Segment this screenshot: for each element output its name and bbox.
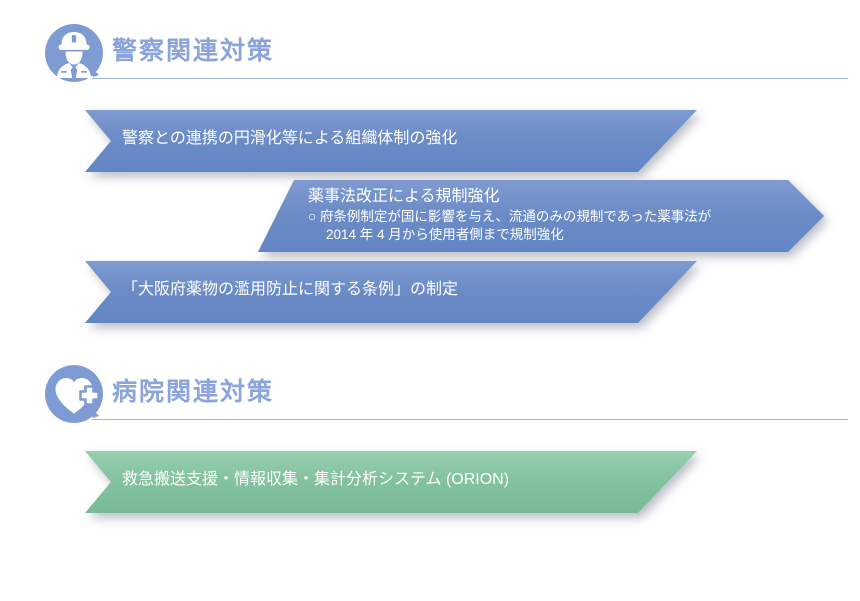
process-bar-label: 救急搬送支援・情報収集・集計分析システム (ORION) [122, 471, 510, 488]
chevron-shape [85, 451, 697, 513]
chevron-shape [85, 261, 697, 323]
process-bar-hospital-1[interactable]: 救急搬送支援・情報収集・集計分析システム (ORION) [85, 451, 697, 513]
page-title-police: 警察関連対策 [112, 37, 275, 65]
process-bar-bullet: ○ 府条例制定が国に影響を与え、流通のみの規制であった薬事法が 2014 年 4… [308, 208, 711, 244]
process-bar-title: 薬事法改正による規制強化 [308, 188, 500, 205]
chevron-shape [85, 110, 697, 172]
process-bar-text-block: 薬事法改正による規制強化 ○ 府条例制定が国に影響を与え、流通のみの規制であった… [308, 186, 711, 244]
bullet-line-2: 2014 年 4 月から使用者側まで規制強化 [326, 227, 564, 242]
heart-medical-cross-icon [43, 363, 105, 425]
police-officer-icon [43, 22, 105, 84]
section-header-police: 警察関連対策 [0, 18, 860, 96]
header-divider-hospital [92, 419, 848, 420]
process-bar-label: 警察との連携の円滑化等による組織体制の強化 [122, 130, 458, 147]
process-bar-police-3[interactable]: 「大阪府薬物の濫用防止に関する条例」の制定 [85, 261, 697, 323]
chevron-shape [258, 180, 824, 252]
process-bar-label: 「大阪府薬物の濫用防止に関する条例」の制定 [122, 281, 459, 298]
page-title-hospital: 病院関連対策 [112, 378, 275, 406]
process-bar-police-1[interactable]: 警察との連携の円滑化等による組織体制の強化 [85, 110, 697, 172]
bullet-marker: ○ [308, 209, 317, 224]
header-divider-police [92, 78, 848, 79]
bullet-line-1: 府条例制定が国に影響を与え、流通のみの規制であった薬事法が [319, 209, 712, 224]
process-bar-police-2[interactable]: 薬事法改正による規制強化 ○ 府条例制定が国に影響を与え、流通のみの規制であった… [258, 180, 824, 252]
section-header-hospital: 病院関連対策 [0, 359, 860, 437]
